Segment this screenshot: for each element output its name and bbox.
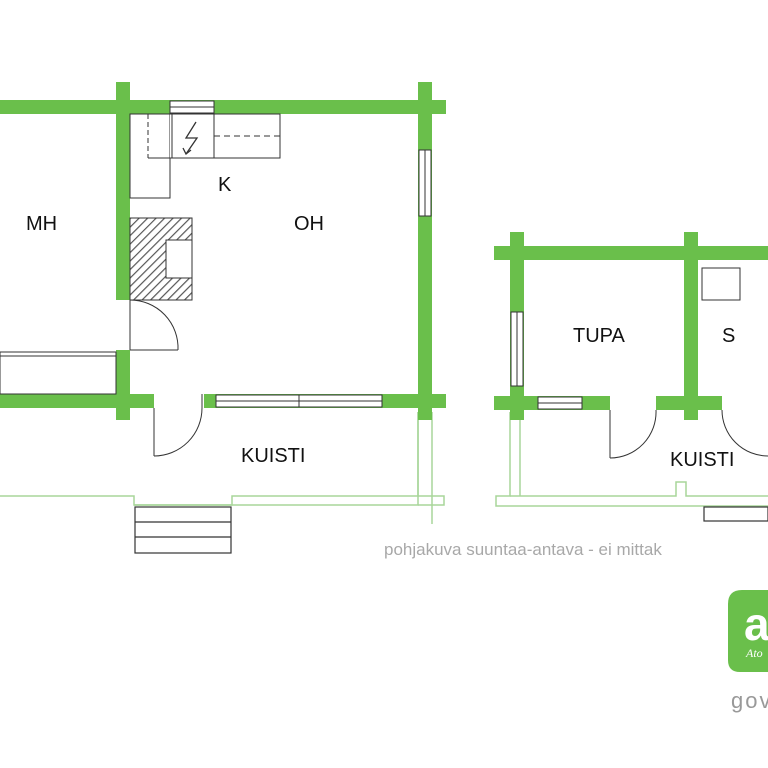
bench-mh [0, 351, 117, 395]
stove-hatched-icon [129, 217, 193, 301]
wall-partition-top [116, 82, 130, 300]
room-label-s: S [722, 325, 735, 347]
sauna-window-left [510, 311, 524, 387]
sauna-door [721, 409, 768, 457]
logo-letter: a [744, 598, 768, 650]
entrance-door [153, 394, 203, 457]
porch-outline [0, 411, 445, 524]
main-cottage: MH K OH KUISTI [0, 82, 446, 554]
brand-word: gov [731, 688, 768, 713]
window-top [169, 100, 215, 114]
logo-script: Ato [745, 646, 763, 660]
sauna-wall-top [494, 246, 768, 260]
sauna-entrance-door [609, 409, 657, 459]
wall-right [418, 82, 432, 420]
sauna-stove-icon [701, 267, 741, 301]
sauna-porch-outline [495, 411, 768, 507]
window-bottom [215, 394, 383, 408]
sauna-building: TUPA S KUISTI [494, 232, 768, 522]
lightning-bolt-icon [171, 113, 215, 159]
interior-door [129, 299, 179, 351]
room-label-tupa: TUPA [573, 325, 626, 347]
room-label-oh: OH [294, 213, 324, 235]
wall-partition-bottom [116, 350, 130, 420]
room-label-kuisti-main: KUISTI [241, 445, 305, 467]
room-label-kuisti-sauna: KUISTI [670, 449, 734, 471]
room-label-mh: MH [26, 213, 57, 235]
brand-logo: a Ato [728, 590, 768, 672]
room-label-k: K [218, 174, 232, 196]
sauna-wall-partition [684, 232, 698, 420]
sauna-porch-steps [703, 506, 768, 522]
disclaimer-note: pohjakuva suuntaa-antava - ei mittak [384, 540, 662, 559]
wall-top [0, 100, 446, 114]
window-right [418, 149, 432, 217]
sauna-wall-bottom-right [656, 396, 722, 410]
sauna-window-bottom [537, 396, 583, 410]
porch-steps [134, 506, 232, 554]
wall-bottom-left [0, 394, 154, 408]
